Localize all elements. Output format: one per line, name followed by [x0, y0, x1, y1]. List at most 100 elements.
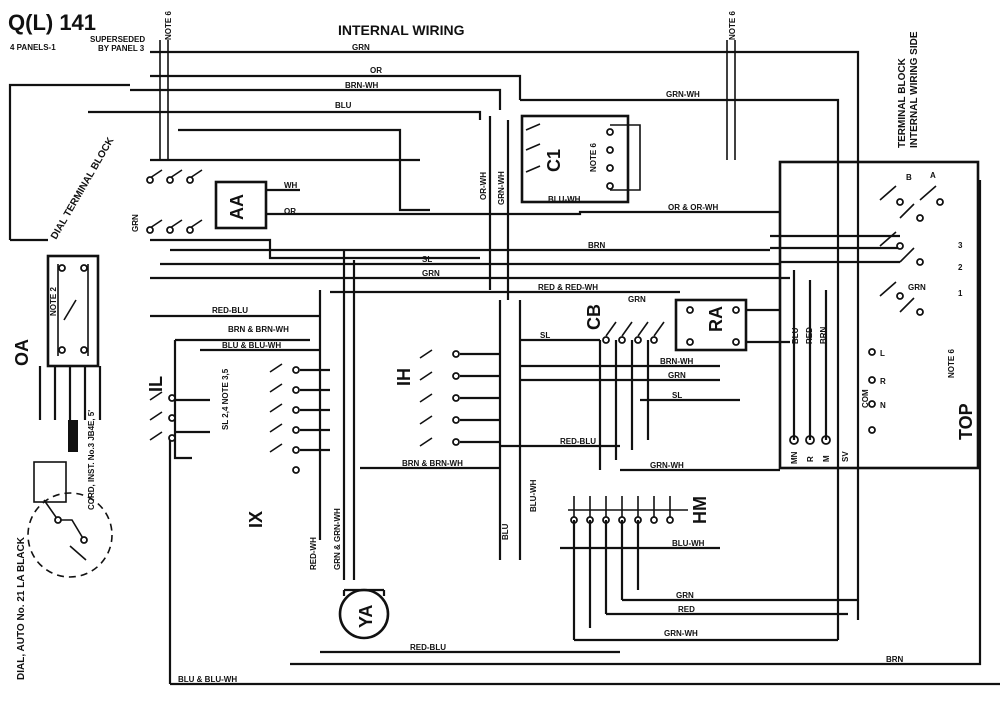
wire-brn-wh — [130, 88, 502, 110]
oa-label: OA — [12, 339, 32, 366]
wire-cb-down — [598, 340, 650, 470]
ra-term-3 — [732, 306, 740, 314]
note6-top-label: NOTE 6 — [164, 11, 173, 40]
wire-label-brn-bottom: BRN — [886, 655, 904, 664]
aa-label: AA — [227, 194, 247, 220]
dial-term-4 — [80, 346, 88, 354]
note6-c1-label: NOTE 6 — [589, 143, 598, 172]
wire-label-brn-ra: BRN — [819, 326, 828, 344]
wire-label-red-wh-vert: RED-WH — [309, 537, 318, 570]
top-term-m: M — [822, 455, 831, 462]
wire-label-blu-wh-c1: BLU-WH — [548, 195, 581, 204]
wire-aa-top-loop — [178, 128, 430, 212]
wire-label-grn-wh-vert: GRN-WH — [497, 171, 506, 205]
panels-note: 4 PANELS-1 — [10, 43, 56, 52]
wire-hm-down — [572, 520, 640, 640]
superseded-note: SUPERSEDED — [90, 35, 145, 44]
top-term-com: COM — [861, 389, 870, 408]
c1-relay-box — [520, 114, 630, 204]
terminal-block-title: TERMINAL BLOCK — [897, 57, 908, 148]
tb-term-3: 3 — [958, 241, 963, 250]
c1-term-2 — [606, 146, 614, 154]
dial-term-a — [54, 516, 62, 524]
top-term-n: N — [880, 401, 886, 410]
wire-label-red-blu: RED-BLU — [212, 306, 248, 315]
hm-contacts — [568, 496, 688, 524]
wire-label-or-and-or-wh: OR & OR-WH — [668, 203, 718, 212]
dial-term-b — [80, 536, 88, 544]
wire-label-brn-wh: BRN-WH — [345, 81, 379, 90]
wire-top-feeds — [792, 270, 828, 440]
aa-output-wires — [266, 188, 300, 216]
by-panel-note: BY PANEL 3 — [98, 44, 145, 53]
c1-contacts — [525, 123, 541, 173]
wire-label-red-blu-mid: RED-BLU — [560, 437, 596, 446]
aa-relay-box — [214, 180, 268, 230]
dial-term-1 — [58, 264, 66, 272]
wire-blu — [88, 110, 482, 120]
wire-ra-out — [746, 308, 790, 344]
wire-left-outer — [8, 83, 48, 242]
ix-contacts — [269, 363, 300, 474]
wire-label-sl-cb: SL — [540, 331, 550, 340]
wire-ix-out — [300, 368, 330, 452]
top-term-r2: R — [806, 456, 815, 462]
terminal-block-feeds — [770, 234, 900, 264]
c1-term-4 — [606, 182, 614, 190]
il-contacts — [149, 391, 176, 442]
ih-contacts — [419, 349, 460, 447]
conduit-note6-left — [159, 40, 169, 160]
diagram-code: Q(L) 141 — [8, 10, 96, 35]
ya-label: YA — [356, 605, 376, 628]
wire-label-sl-lower: SL — [672, 391, 682, 400]
wire-label-wh-aa: WH — [284, 181, 298, 190]
c1-label: C1 — [544, 149, 564, 172]
wire-label-blu: BLU — [335, 101, 352, 110]
top-label: TOP — [956, 403, 976, 440]
c1-term-1 — [606, 128, 614, 136]
wire-label-red-and-red-wh: RED & RED-WH — [538, 283, 598, 292]
cord-plug — [68, 420, 78, 452]
wire-label-grn-top: GRN — [352, 43, 370, 52]
wire-label-blu-wh-vert: BLU-WH — [529, 479, 538, 512]
wire-brn-bottom — [290, 180, 982, 666]
top-term-l: L — [880, 349, 885, 358]
wire-label-grn-bottom: GRN — [676, 591, 694, 600]
dial-terminal-block — [46, 254, 100, 368]
top-term-r: R — [880, 377, 886, 386]
top-term-sv: SV — [841, 451, 850, 462]
cb-contacts — [602, 321, 665, 344]
wire-label-blu-and-blu-wh-bottom: BLU & BLU-WH — [178, 675, 237, 684]
dial-mechanism — [43, 499, 87, 561]
wire-il-frame — [173, 338, 310, 460]
wire-label-blu-vert: BLU — [501, 523, 510, 540]
wire-il-out — [176, 398, 210, 434]
wire-grn-wh-c1 — [520, 98, 840, 640]
wire-ya-leads — [342, 588, 386, 596]
note6-right-label: NOTE 6 — [728, 11, 737, 40]
ra-relay-box — [674, 298, 748, 352]
wire-label-grn-wh-bottom: GRN-WH — [664, 629, 698, 638]
note34-label: SL 2,4 NOTE 3,5 — [221, 368, 230, 430]
ra-label: RA — [706, 306, 726, 332]
dial-label: DIAL, AUTO No. 21 LA BLACK — [16, 536, 27, 680]
wire-label-blu-and-blu-wh: BLU & BLU-WH — [222, 341, 281, 350]
wire-ih-out — [460, 352, 500, 444]
dial-block-rails — [57, 264, 89, 356]
wire-label-grn-mid: GRN — [422, 269, 440, 278]
wire-label-brn: BRN — [588, 241, 606, 250]
tb-term-b: B — [906, 173, 912, 182]
ih-label: IH — [394, 368, 414, 386]
il-label: IL — [146, 376, 166, 392]
note6-terminal-label: NOTE 6 — [947, 349, 956, 378]
dial-connector — [33, 461, 67, 503]
tb-term-1: 1 — [958, 289, 963, 298]
tb-term-2: 2 — [958, 263, 963, 272]
wire-label-blu-wh-hm: BLU-WH — [672, 539, 705, 548]
wire-label-red-bottom: RED — [678, 605, 695, 614]
ra-term-2 — [686, 338, 694, 346]
dial-outline — [27, 492, 113, 578]
wire-label-brn-wh-ih: BRN-WH — [660, 357, 694, 366]
wire-label-brn-and-brn-wh: BRN & BRN-WH — [228, 325, 289, 334]
